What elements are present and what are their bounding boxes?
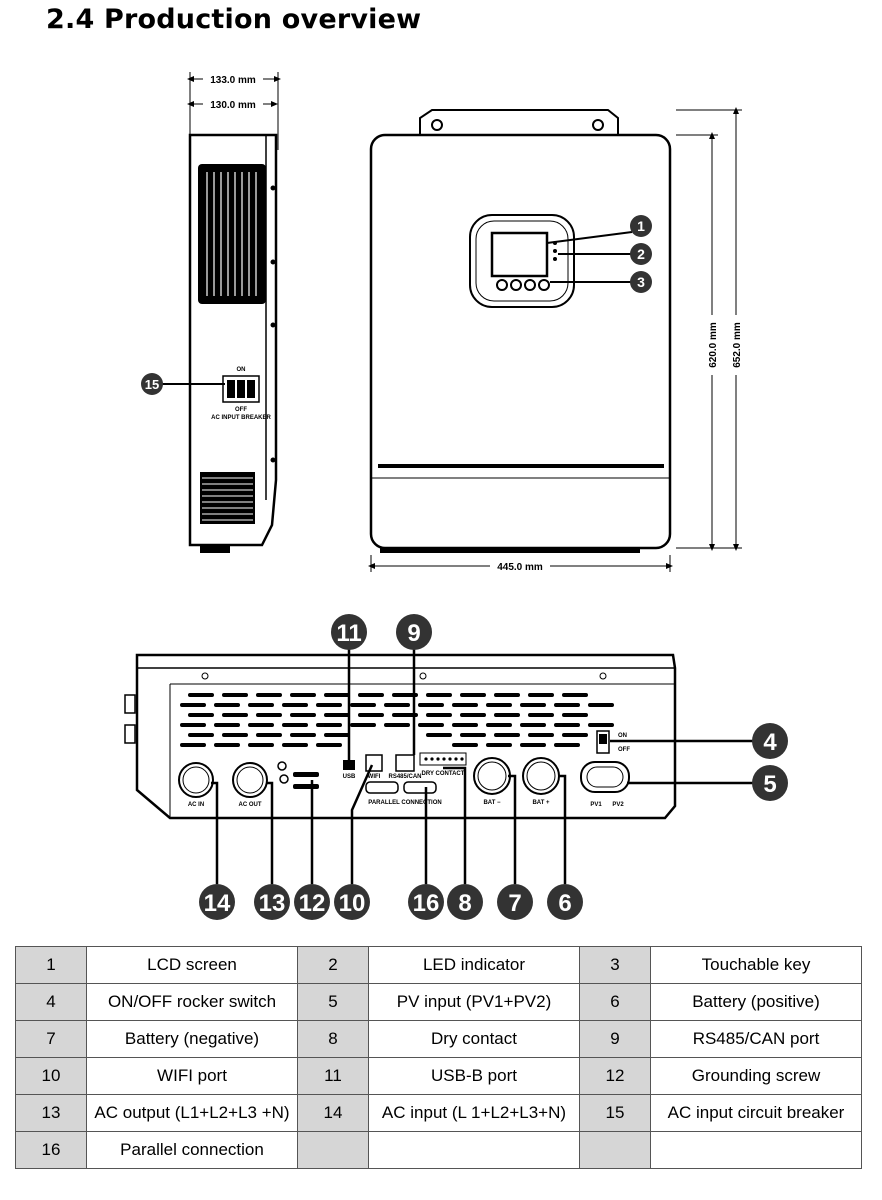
- legend-desc: Parallel connection: [86, 1131, 298, 1169]
- callout-5: 5: [763, 771, 776, 798]
- bat-minus-label: BAT −: [483, 800, 501, 806]
- callout-9: 9: [407, 620, 420, 647]
- legend-desc: [650, 1131, 862, 1169]
- legend-row: 16 Parallel connection: [15, 1131, 862, 1169]
- legend-num: 10: [15, 1057, 87, 1095]
- side-view: 133.0 mm 130.0 mm ON OFF AC INPUT BREAKE…: [141, 72, 281, 553]
- legend-num: 1: [15, 946, 87, 984]
- dim-front-height-outer: 652.0 mm: [732, 322, 743, 368]
- legend-desc: LED indicator: [368, 946, 580, 984]
- legend-num: 3: [579, 946, 651, 984]
- dim-front-width: 445.0 mm: [497, 562, 543, 573]
- legend-desc: Battery (positive): [650, 983, 862, 1021]
- legend-row: 13 AC output (L1+L2+L3 +N) 14 AC input (…: [15, 1094, 862, 1132]
- legend-row: 1 LCD screen 2 LED indicator 3 Touchable…: [15, 946, 862, 984]
- legend-row: 7 Battery (negative) 8 Dry contact 9 RS4…: [15, 1020, 862, 1058]
- legend-num: 14: [297, 1094, 369, 1132]
- legend-num: [297, 1131, 369, 1169]
- callout-10: 10: [339, 890, 366, 917]
- legend-desc: LCD screen: [86, 946, 298, 984]
- rs485-label: RS485/CAN: [388, 774, 421, 780]
- legend-desc: Battery (negative): [86, 1020, 298, 1058]
- callout-7: 7: [508, 890, 521, 917]
- legend-desc: Touchable key: [650, 946, 862, 984]
- breaker-on-label: ON: [237, 367, 246, 373]
- ac-out-label: AC OUT: [239, 802, 262, 808]
- callout-6: 6: [558, 890, 571, 917]
- legend-desc: Dry contact: [368, 1020, 580, 1058]
- bat-plus-label: BAT +: [532, 800, 550, 806]
- legend-desc: WIFI port: [86, 1057, 298, 1095]
- callout-3: 3: [637, 274, 645, 290]
- legend-num: 5: [297, 983, 369, 1021]
- dim-side-outer: 133.0 mm: [210, 75, 256, 86]
- legend-desc: AC input (L 1+L2+L3+N): [368, 1094, 580, 1132]
- dim-front-height-inner: 620.0 mm: [708, 322, 719, 368]
- legend-num: 8: [297, 1020, 369, 1058]
- dim-side-inner: 130.0 mm: [210, 100, 256, 111]
- dry-contact-label: DRY CONTACT: [422, 771, 465, 777]
- ac-in-label: AC IN: [188, 802, 204, 808]
- callout-1: 1: [637, 218, 645, 234]
- front-view: 1 2 3 445.0 mm 620.0 mm 652.0 mm: [368, 107, 743, 573]
- pv1-label: PV1: [590, 802, 602, 808]
- legend-num: 2: [297, 946, 369, 984]
- legend-num: 16: [15, 1131, 87, 1169]
- callout-2: 2: [637, 246, 645, 262]
- breaker-name-label: AC INPUT BREAKER: [211, 415, 271, 421]
- legend-desc: AC output (L1+L2+L3 +N): [86, 1094, 298, 1132]
- pv2-label: PV2: [612, 802, 624, 808]
- legend-num: 15: [579, 1094, 651, 1132]
- callout-8: 8: [458, 890, 471, 917]
- legend-num: 4: [15, 983, 87, 1021]
- legend-num: 7: [15, 1020, 87, 1058]
- switch-on-label: ON: [618, 733, 627, 739]
- legend-desc: PV input (PV1+PV2): [368, 983, 580, 1021]
- legend-num: 9: [579, 1020, 651, 1058]
- callout-4: 4: [763, 729, 777, 756]
- callout-13: 13: [259, 890, 286, 917]
- switch-off-label: OFF: [618, 747, 630, 753]
- parallel-label: PARALLEL CONNECTION: [368, 800, 441, 806]
- callout-16: 16: [413, 890, 440, 917]
- bottom-view: AC IN AC OUT USB WIFI RS485/CAN DRY CONT…: [124, 614, 788, 920]
- legend-desc: USB-B port: [368, 1057, 580, 1095]
- legend-num: 12: [579, 1057, 651, 1095]
- callout-12: 12: [299, 890, 326, 917]
- legend-desc: [368, 1131, 580, 1169]
- product-drawing: 133.0 mm 130.0 mm ON OFF AC INPUT BREAKE…: [124, 72, 788, 920]
- legend-desc: Grounding screw: [650, 1057, 862, 1095]
- legend-table: 1 LCD screen 2 LED indicator 3 Touchable…: [15, 946, 862, 1169]
- wifi-label: WIFI: [368, 774, 381, 780]
- legend-row: 10 WIFI port 11 USB-B port 12 Grounding …: [15, 1057, 862, 1095]
- callout-15: 15: [145, 377, 159, 392]
- page-title: 2.4 Production overview: [46, 4, 422, 35]
- legend-num: 11: [297, 1057, 369, 1095]
- legend-row: 4 ON/OFF rocker switch 5 PV input (PV1+P…: [15, 983, 862, 1021]
- legend-num: 13: [15, 1094, 87, 1132]
- legend-desc: AC input circuit breaker: [650, 1094, 862, 1132]
- usb-label: USB: [343, 774, 356, 780]
- callout-14: 14: [204, 890, 231, 917]
- legend-num: 6: [579, 983, 651, 1021]
- breaker-off-label: OFF: [235, 407, 247, 413]
- callout-11: 11: [336, 620, 361, 647]
- legend-desc: RS485/CAN port: [650, 1020, 862, 1058]
- legend-desc: ON/OFF rocker switch: [86, 983, 298, 1021]
- legend-num: [579, 1131, 651, 1169]
